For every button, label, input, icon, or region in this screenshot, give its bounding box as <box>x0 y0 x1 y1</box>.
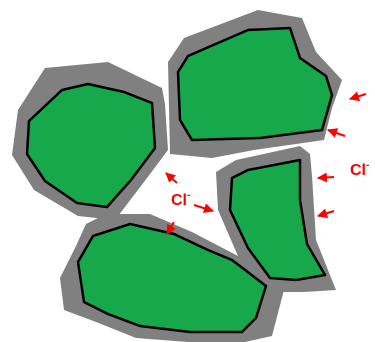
chloride-label-outer: Cl- <box>350 160 369 179</box>
chloride-symbol: Cl <box>171 192 187 209</box>
chloride-arrow-7 <box>194 205 213 211</box>
chloride-arrow-3 <box>318 177 334 178</box>
chloride-arrow-1 <box>350 94 366 99</box>
chloride-arrow-5 <box>166 173 177 183</box>
chloride-symbol: Cl <box>350 162 366 179</box>
chloride-label-pore: Cl- <box>171 190 190 209</box>
chloride-charge: - <box>366 160 369 171</box>
chloride-arrow-2 <box>328 130 345 136</box>
chloride-charge: - <box>187 190 190 201</box>
chloride-arrow-4 <box>318 211 334 216</box>
